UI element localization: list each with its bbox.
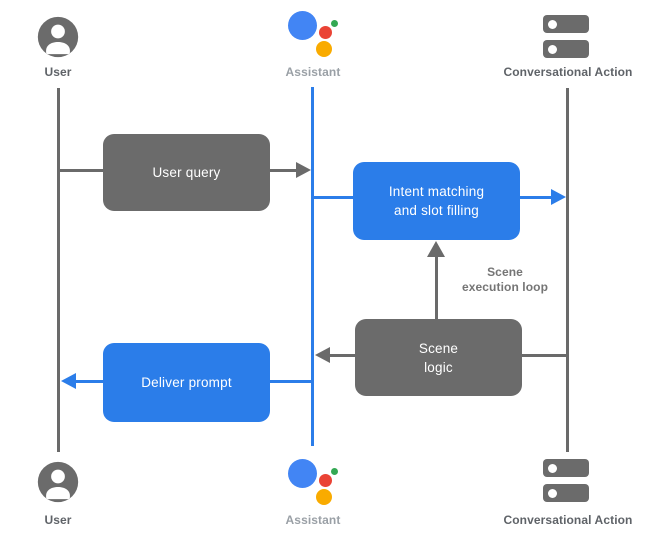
assistant-red-dot-icon [319, 474, 332, 487]
conversational-action-label-top: Conversational Action [503, 65, 633, 79]
assistant-blue-dot-icon [288, 11, 317, 40]
arrowhead-right-icon [296, 162, 311, 178]
user-query-label: User query [152, 165, 221, 180]
assistant-green-dot-icon [331, 20, 338, 27]
scene-logic-label-line2: logic [424, 359, 453, 375]
intent-matching-label-line2: and slot filling [394, 203, 479, 218]
user-query-connector-left [58, 169, 103, 172]
server-icon [543, 15, 589, 58]
assistant-lifeline [311, 87, 314, 446]
assistant-label-bottom: Assistant [285, 513, 341, 527]
server-slab-icon [543, 484, 589, 502]
scene-execution-loop-label: Scene execution loop [445, 265, 565, 295]
user-label-top: User [44, 65, 72, 79]
assistant-yellow-dot-icon [316, 41, 332, 57]
user-lifeline [57, 88, 60, 452]
deliver-prompt-connector-left [76, 380, 103, 383]
arrowhead-left-icon [315, 347, 330, 363]
user-query-connector-right [270, 169, 298, 172]
assistant-blue-dot-icon [288, 459, 317, 488]
conversational-action-label-bottom: Conversational Action [503, 513, 633, 527]
server-led-icon [548, 463, 557, 473]
scene-execution-loop-line2: execution loop [461, 280, 549, 294]
assistant-red-dot-icon [319, 26, 332, 39]
server-led-icon [548, 19, 557, 29]
deliver-prompt-connector-right [270, 380, 311, 383]
assistant-green-dot-icon [331, 468, 338, 475]
server-icon [543, 459, 589, 502]
scene-logic-box: Scene logic [355, 319, 522, 396]
scene-logic-connector-right [522, 354, 568, 357]
user-icon [36, 460, 80, 504]
conversational-action-lifeline [566, 88, 569, 452]
scene-execution-loop-line1: Scene [487, 265, 523, 279]
arrowhead-right-icon [551, 189, 566, 205]
scene-logic-label-line1: Scene [418, 340, 459, 356]
server-led-icon [548, 44, 557, 54]
scene-logic-connector-left [330, 354, 355, 357]
intent-matching-label-line1: Intent matching [388, 184, 485, 199]
server-led-icon [548, 488, 557, 498]
scene-loop-connector [435, 256, 438, 319]
assistant-icon [285, 458, 341, 508]
user-query-box: User query [103, 134, 270, 211]
intent-connector-left [313, 196, 353, 199]
server-slab-icon [543, 40, 589, 58]
arrowhead-left-icon [61, 373, 76, 389]
intent-connector-right [520, 196, 552, 199]
intent-matching-box: Intent matching and slot filling [353, 162, 520, 240]
assistant-yellow-dot-icon [316, 489, 332, 505]
assistant-icon [285, 10, 341, 60]
assistant-label-top: Assistant [285, 65, 341, 79]
server-slab-icon [543, 15, 589, 33]
arrowhead-up-icon [427, 241, 445, 257]
server-slab-icon [543, 459, 589, 477]
deliver-prompt-box: Deliver prompt [103, 343, 270, 422]
deliver-prompt-label: Deliver prompt [141, 375, 232, 390]
user-icon [36, 15, 80, 59]
user-label-bottom: User [44, 513, 72, 527]
